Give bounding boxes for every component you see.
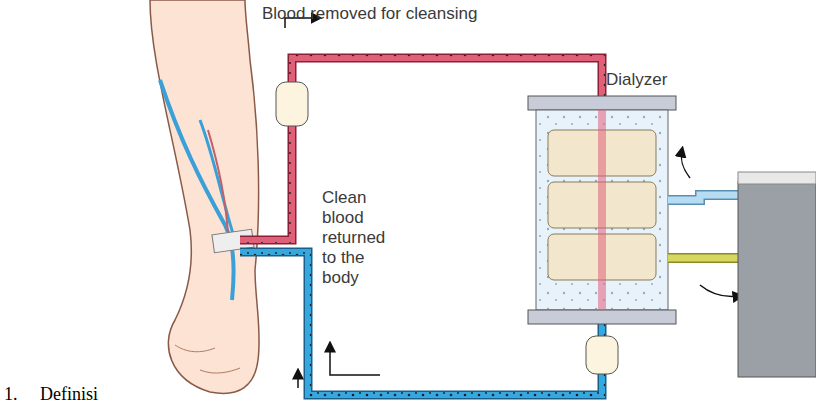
list-number: 1.: [4, 384, 34, 404]
flow-label: Blood removed for cleansing: [262, 4, 542, 24]
list-heading: Definisi: [40, 384, 160, 404]
flow-label: Clean blood returned to the body: [322, 188, 404, 288]
part-label: Dialyzer: [606, 70, 706, 90]
